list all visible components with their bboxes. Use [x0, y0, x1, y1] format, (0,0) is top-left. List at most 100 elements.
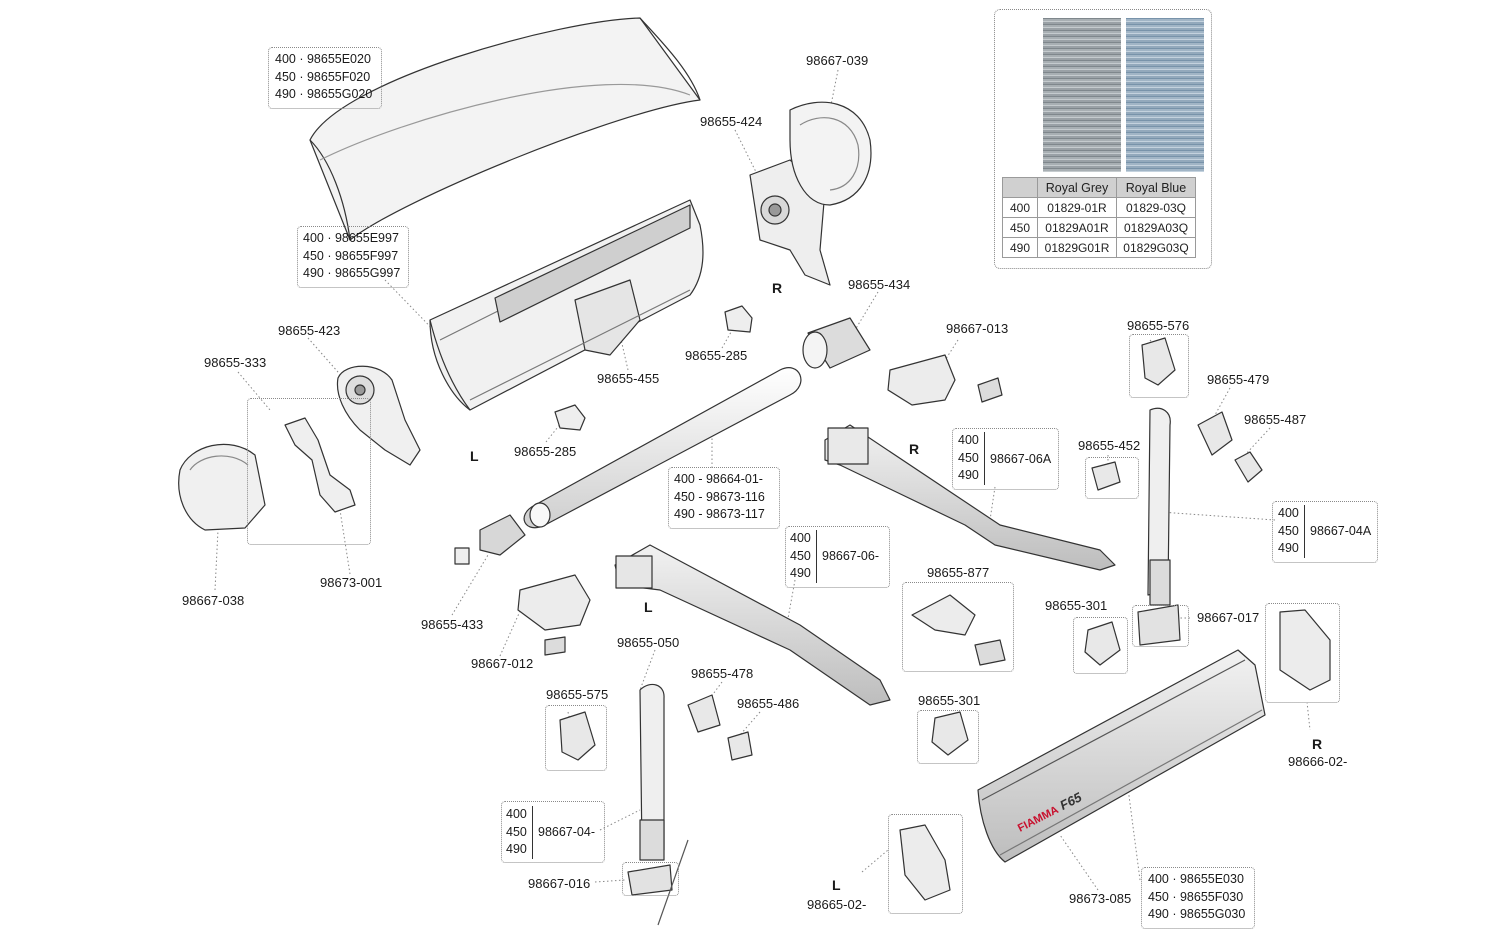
side-label-right-cap: R — [1312, 736, 1323, 752]
label-98667-039: 98667-039 — [806, 53, 869, 68]
grey-code-cell: 01829-01R — [1037, 197, 1117, 218]
right-arm-sizes: 400 450 490 — [958, 432, 985, 485]
table-corner-cell — [1002, 177, 1038, 198]
left-arm-code: 98667-06- — [822, 549, 879, 563]
case-code-box — [297, 226, 409, 288]
part-shapes — [178, 17, 1331, 926]
size-value: 490 — [1278, 541, 1299, 555]
size-value: 490 — [506, 842, 527, 856]
code-line: 490 · 98655G020 — [275, 87, 373, 101]
column-header-royal-blue: Royal Blue — [1116, 177, 1196, 198]
code-line: 400 · 98655E030 — [1148, 872, 1244, 886]
size-value: 450 — [1278, 523, 1299, 538]
side-label-left-arm: L — [644, 599, 653, 615]
code-line: 450 · 98655F997 — [303, 248, 399, 263]
size-value: 450 — [506, 824, 527, 839]
side-label-left-cap: L — [832, 877, 841, 893]
crank-part-box — [247, 398, 371, 545]
side-label-left-endcap: L — [470, 448, 479, 464]
code-line: 490 · 98655G997 — [303, 266, 401, 280]
table-row: 400 01829-01R 01829-03Q — [1002, 197, 1196, 218]
part-box-301a — [1073, 617, 1128, 674]
size-value: 400 — [506, 807, 527, 821]
label-98673-085: 98673-085 — [1069, 891, 1132, 906]
code-line: 400 · 98655E020 — [275, 52, 371, 66]
code-line: 490 · 98655G030 — [1148, 907, 1246, 921]
blue-code-cell: 01829G03Q — [1116, 237, 1196, 258]
part-box-017 — [1132, 605, 1189, 647]
code-line: 450 - 98673-116 — [674, 489, 765, 504]
royal-grey-swatch — [1043, 18, 1121, 172]
blue-code-cell: 01829-03Q — [1116, 197, 1196, 218]
code-line: 450 · 98655F030 — [1148, 889, 1244, 904]
right-leg-code-box — [1272, 501, 1378, 563]
label-98673-001: 98673-001 — [320, 575, 383, 590]
label-98655-452: 98655-452 — [1078, 438, 1141, 453]
part-box-666 — [1265, 603, 1340, 703]
size-cell: 450 — [1002, 217, 1038, 238]
right-arm-code-box — [952, 428, 1059, 490]
front-bar-code-box — [1141, 867, 1255, 929]
part-box-016 — [622, 862, 679, 896]
code-line: 450 · 98655F020 — [275, 69, 371, 84]
label-98655-575: 98655-575 — [546, 687, 609, 702]
right-leg-code: 98667-04A — [1310, 524, 1372, 538]
fabric-code-table: Royal Grey Royal Blue 400 01829-01R 0182… — [1002, 177, 1196, 258]
part-box-452 — [1085, 457, 1139, 499]
right-leg-sizes: 400 450 490 — [1278, 505, 1305, 558]
label-98655-455: 98655-455 — [597, 371, 660, 386]
label-98667-013: 98667-013 — [946, 321, 1009, 336]
label-98667-017: 98667-017 — [1197, 610, 1260, 625]
code-line: 490 - 98673-117 — [674, 507, 765, 521]
front-bar-codes: 400 · 98655E030 450 · 98655F030 490 · 98… — [1148, 871, 1245, 924]
label-98655-285-right: 98655-285 — [685, 348, 748, 363]
top-cover-code-box — [268, 47, 382, 109]
label-98667-012: 98667-012 — [471, 656, 534, 671]
case-codes: 400 · 98655E997 450 · 98655F997 490 · 98… — [303, 230, 400, 283]
label-98667-016: 98667-016 — [528, 876, 591, 891]
label-98655-479: 98655-479 — [1207, 372, 1270, 387]
size-value: 490 — [790, 566, 811, 580]
top-cover-codes: 400 · 98655E020 450 · 98655F020 490 · 98… — [275, 51, 372, 104]
column-header-royal-grey: Royal Grey — [1037, 177, 1117, 198]
size-value: 450 — [790, 548, 811, 563]
size-value: 450 — [958, 450, 979, 465]
label-98655-301-left: 98655-301 — [918, 693, 981, 708]
label-98665-02: 98665-02- — [807, 897, 867, 912]
label-98655-576: 98655-576 — [1127, 318, 1190, 333]
label-98655-333: 98655-333 — [204, 355, 267, 370]
side-label-right-arm: R — [909, 441, 920, 457]
label-98655-487: 98655-487 — [1244, 412, 1307, 427]
size-value: 400 — [790, 531, 811, 545]
part-box-576 — [1129, 334, 1189, 398]
side-label-right-endcap: R — [772, 280, 783, 296]
label-98655-301-right: 98655-301 — [1045, 598, 1108, 613]
roller-codes: 400 - 98664-01- 450 - 98673-116 490 - 98… — [674, 471, 765, 524]
label-98655-423: 98655-423 — [278, 323, 341, 338]
label-98655-434: 98655-434 — [848, 277, 911, 292]
label-98655-433: 98655-433 — [421, 617, 484, 632]
part-box-877 — [902, 582, 1014, 672]
size-value: 400 — [958, 433, 979, 447]
grey-code-cell: 01829G01R — [1037, 237, 1117, 258]
label-98667-038: 98667-038 — [182, 593, 245, 608]
part-box-575 — [545, 705, 607, 771]
size-value: 490 — [958, 468, 979, 482]
left-leg-sizes: 400 450 490 — [506, 806, 533, 859]
size-cell: 400 — [1002, 197, 1038, 218]
left-arm-sizes: 400 450 490 — [790, 530, 817, 583]
label-98655-285-left: 98655-285 — [514, 444, 577, 459]
code-line: 400 - 98664-01- — [674, 472, 763, 486]
left-leg-code-box — [501, 801, 605, 863]
label-98655-424: 98655-424 — [700, 114, 763, 129]
label-98655-050: 98655-050 — [617, 635, 680, 650]
label-98655-478: 98655-478 — [691, 666, 754, 681]
label-98655-877: 98655-877 — [927, 565, 990, 580]
part-box-665 — [888, 814, 963, 914]
code-line: 400 · 98655E997 — [303, 231, 399, 245]
right-arm-code: 98667-06A — [990, 452, 1052, 466]
label-98666-02: 98666-02- — [1288, 754, 1348, 769]
size-value: 400 — [1278, 506, 1299, 520]
table-row: 490 01829G01R 01829G03Q — [1002, 237, 1196, 258]
